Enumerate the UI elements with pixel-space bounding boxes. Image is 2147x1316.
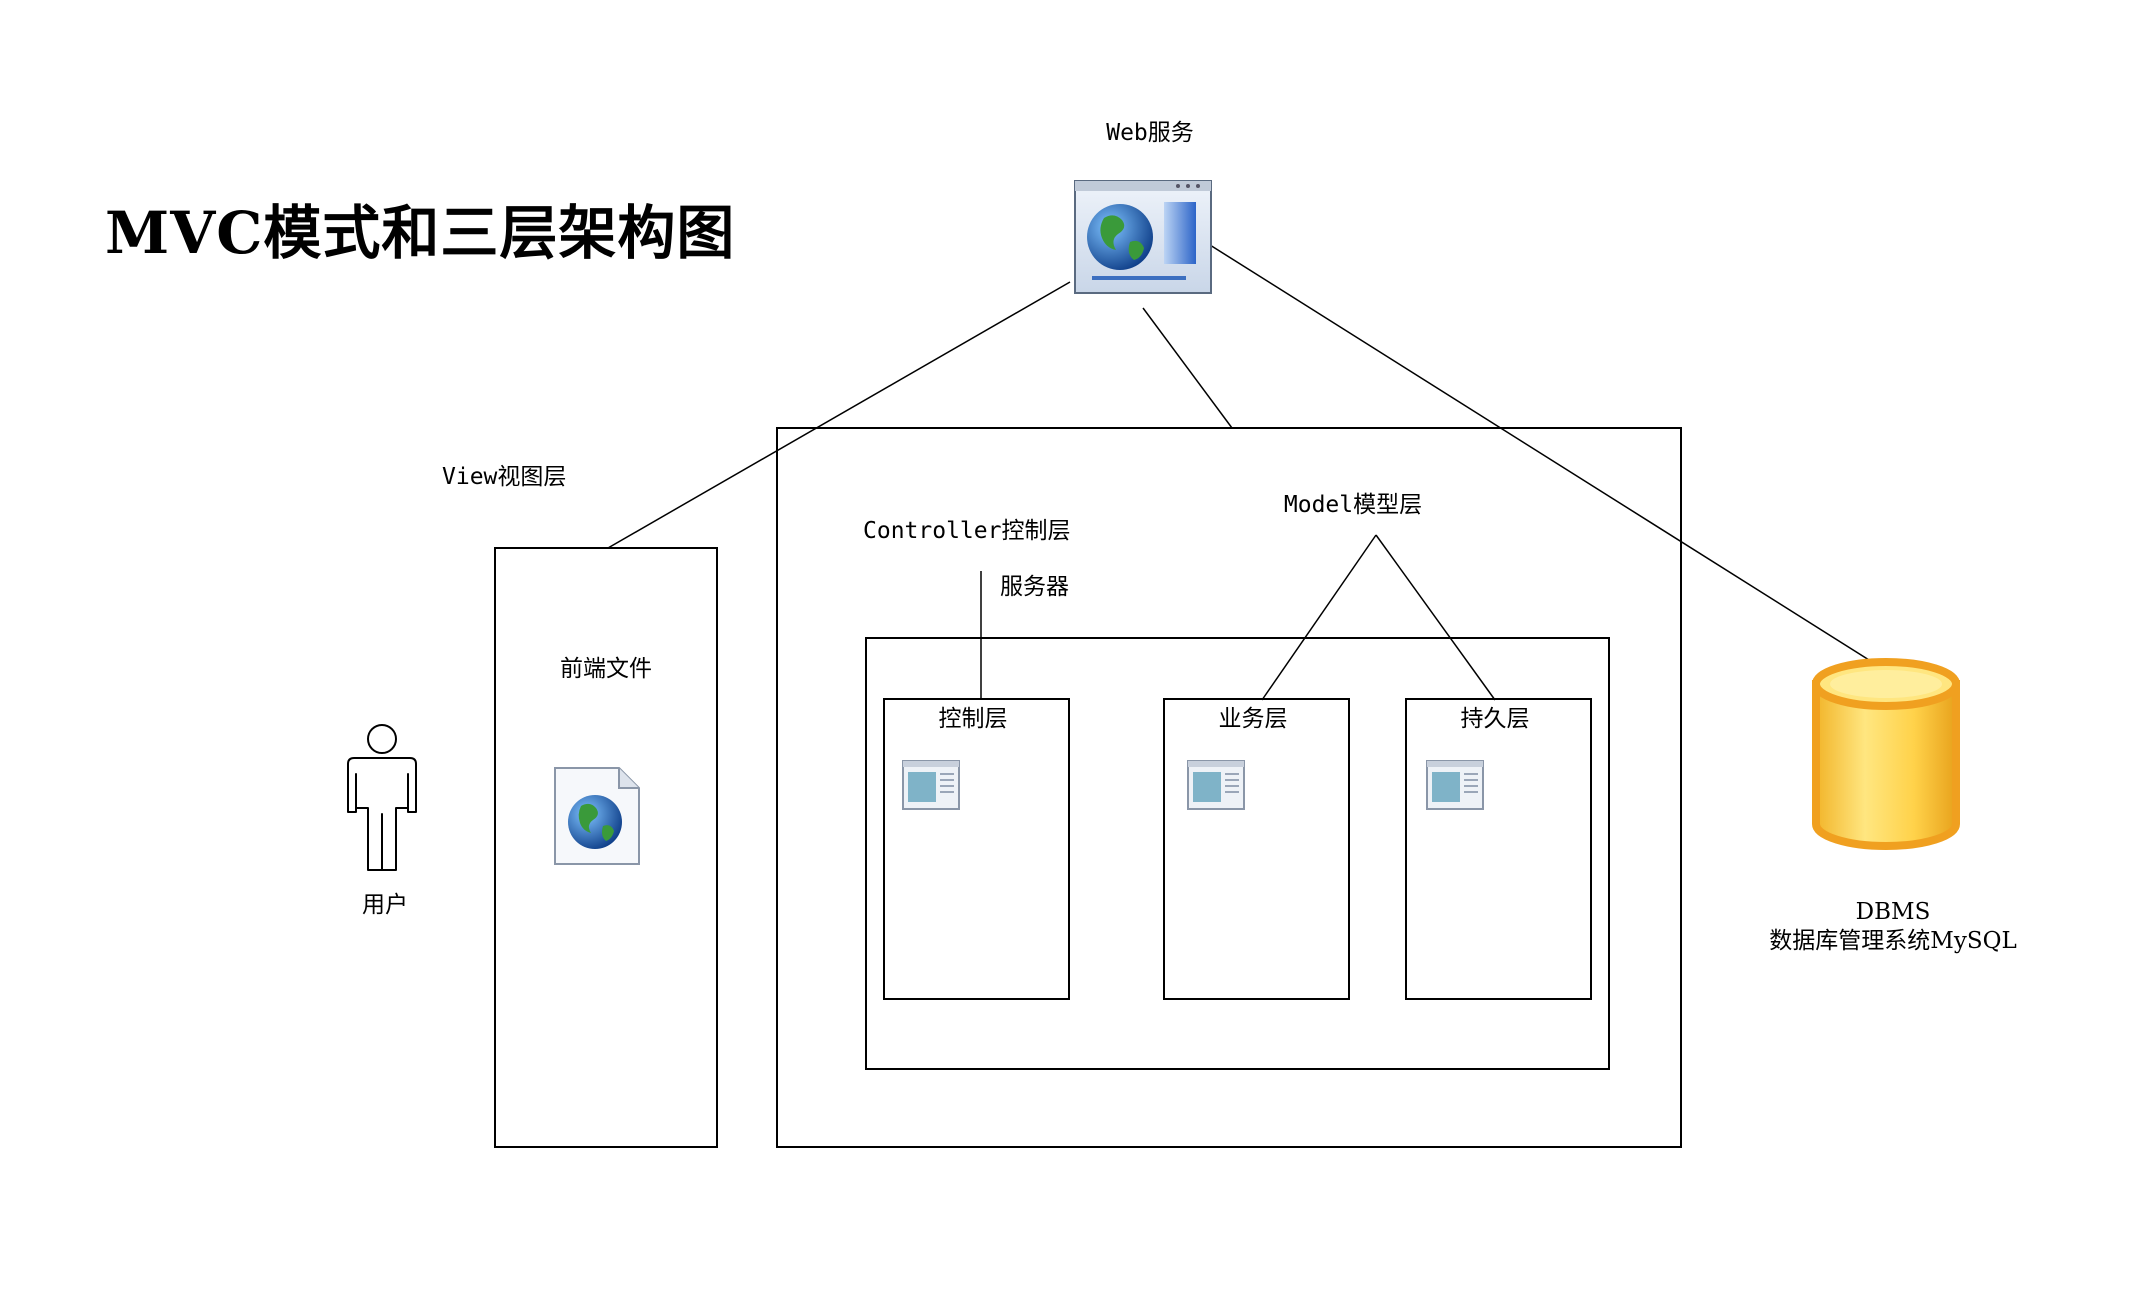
view-layer-box [494, 547, 718, 1148]
window-icon [1187, 760, 1245, 810]
control-layer-label: 控制层 [938, 706, 1008, 732]
web-to-dbms-line [1209, 244, 1878, 666]
database-cylinder-icon [1812, 658, 1960, 850]
business-layer-label: 业务层 [1218, 706, 1288, 732]
dbms-label: DBMS 数据库管理系统MySQL [1769, 898, 2016, 956]
dbms-label-line1: DBMS [1855, 899, 1931, 925]
server-label: 服务器 [1000, 574, 1069, 600]
window-icon [1426, 760, 1484, 810]
view-layer-label: View视图层 [442, 464, 567, 490]
server-box [776, 427, 1682, 1148]
window-icon [902, 760, 960, 810]
frontend-file-label: 前端文件 [560, 656, 652, 682]
model-layer-label: Model模型层 [1283, 492, 1423, 518]
web-service-label: Web服务 [1106, 120, 1194, 146]
control-layer-box [883, 698, 1070, 1000]
web-to-view-line [607, 281, 1071, 549]
dbms-label-line2: 数据库管理系统MySQL [1769, 927, 2017, 954]
layers-container [865, 637, 1610, 1070]
web-file-icon [554, 767, 640, 865]
web-to-server-line [1142, 307, 1233, 429]
model-to-business-line [1261, 534, 1377, 701]
model-to-persistence-line [1375, 534, 1496, 701]
business-layer-box [1163, 698, 1350, 1000]
diagram-title: MVC模式和三层架构图 [105, 199, 736, 267]
person-icon [347, 724, 417, 871]
user-label: 用户 [362, 892, 408, 918]
persistence-layer-label: 持久层 [1460, 706, 1530, 732]
controller-layer-label: Controller控制层 [863, 518, 1071, 544]
browser-globe-icon [1074, 180, 1212, 294]
persistence-layer-box [1405, 698, 1592, 1000]
